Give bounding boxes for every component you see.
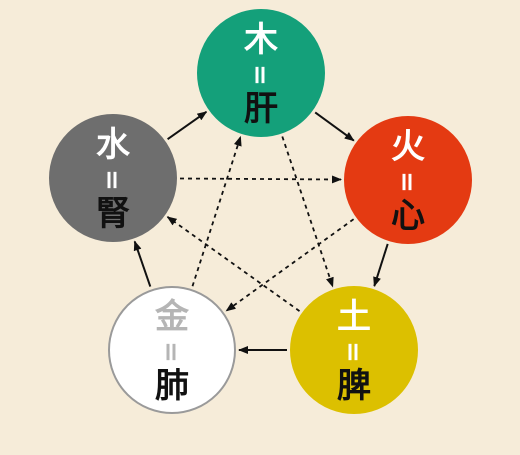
generating-arrow-water-to-wood bbox=[167, 110, 208, 141]
element-circle-earth bbox=[290, 286, 418, 414]
nodes-layer: 木 = 肝火 = 心土 = 脾 金 = 肺 水 = 腎 bbox=[49, 9, 472, 414]
element-node-water: 水 = 腎 bbox=[49, 114, 177, 242]
element-node-metal: 金 = 肺 bbox=[108, 286, 236, 414]
element-node-wood: 木 = 肝 bbox=[197, 9, 325, 137]
element-label-earth: 土 bbox=[337, 297, 371, 337]
element-label-water: 水 bbox=[96, 125, 131, 165]
element-circle-fire bbox=[344, 116, 472, 244]
element-circle-metal bbox=[108, 286, 236, 414]
controlling-arrow-fire-to-metal bbox=[225, 218, 355, 312]
controlling-arrow-metal-to-wood bbox=[191, 135, 242, 287]
element-label-wood: 木 bbox=[243, 20, 278, 60]
controlling-arrow-water-to-fire bbox=[179, 175, 342, 184]
generating-arrow-fire-to-earth bbox=[373, 243, 389, 288]
element-label-metal: 金 bbox=[154, 297, 190, 337]
organ-label-metal: 肺 bbox=[155, 366, 189, 406]
element-label-fire: 火 bbox=[391, 127, 425, 167]
element-circle-wood bbox=[197, 9, 325, 137]
organ-label-water: 腎 bbox=[96, 194, 130, 234]
equals-sign-wood: = bbox=[245, 64, 275, 86]
edges-layer bbox=[133, 110, 389, 354]
controlling-arrow-wood-to-earth bbox=[281, 136, 334, 288]
element-circle-water bbox=[49, 114, 177, 242]
equals-sign-water: = bbox=[97, 169, 127, 191]
organ-label-earth: 脾 bbox=[337, 366, 371, 406]
generating-arrow-metal-to-water bbox=[133, 240, 152, 287]
equals-sign-metal: = bbox=[156, 341, 186, 363]
controlling-arrow-earth-to-water bbox=[166, 216, 301, 312]
element-node-earth: 土 = 脾 bbox=[290, 286, 418, 414]
generating-arrow-wood-to-fire bbox=[314, 111, 355, 142]
element-node-fire: 火 = 心 bbox=[344, 116, 472, 244]
equals-sign-earth: = bbox=[338, 341, 368, 363]
organ-label-fire: 心 bbox=[391, 196, 425, 236]
equals-sign-fire: = bbox=[392, 171, 422, 193]
organ-label-wood: 肝 bbox=[244, 89, 278, 129]
